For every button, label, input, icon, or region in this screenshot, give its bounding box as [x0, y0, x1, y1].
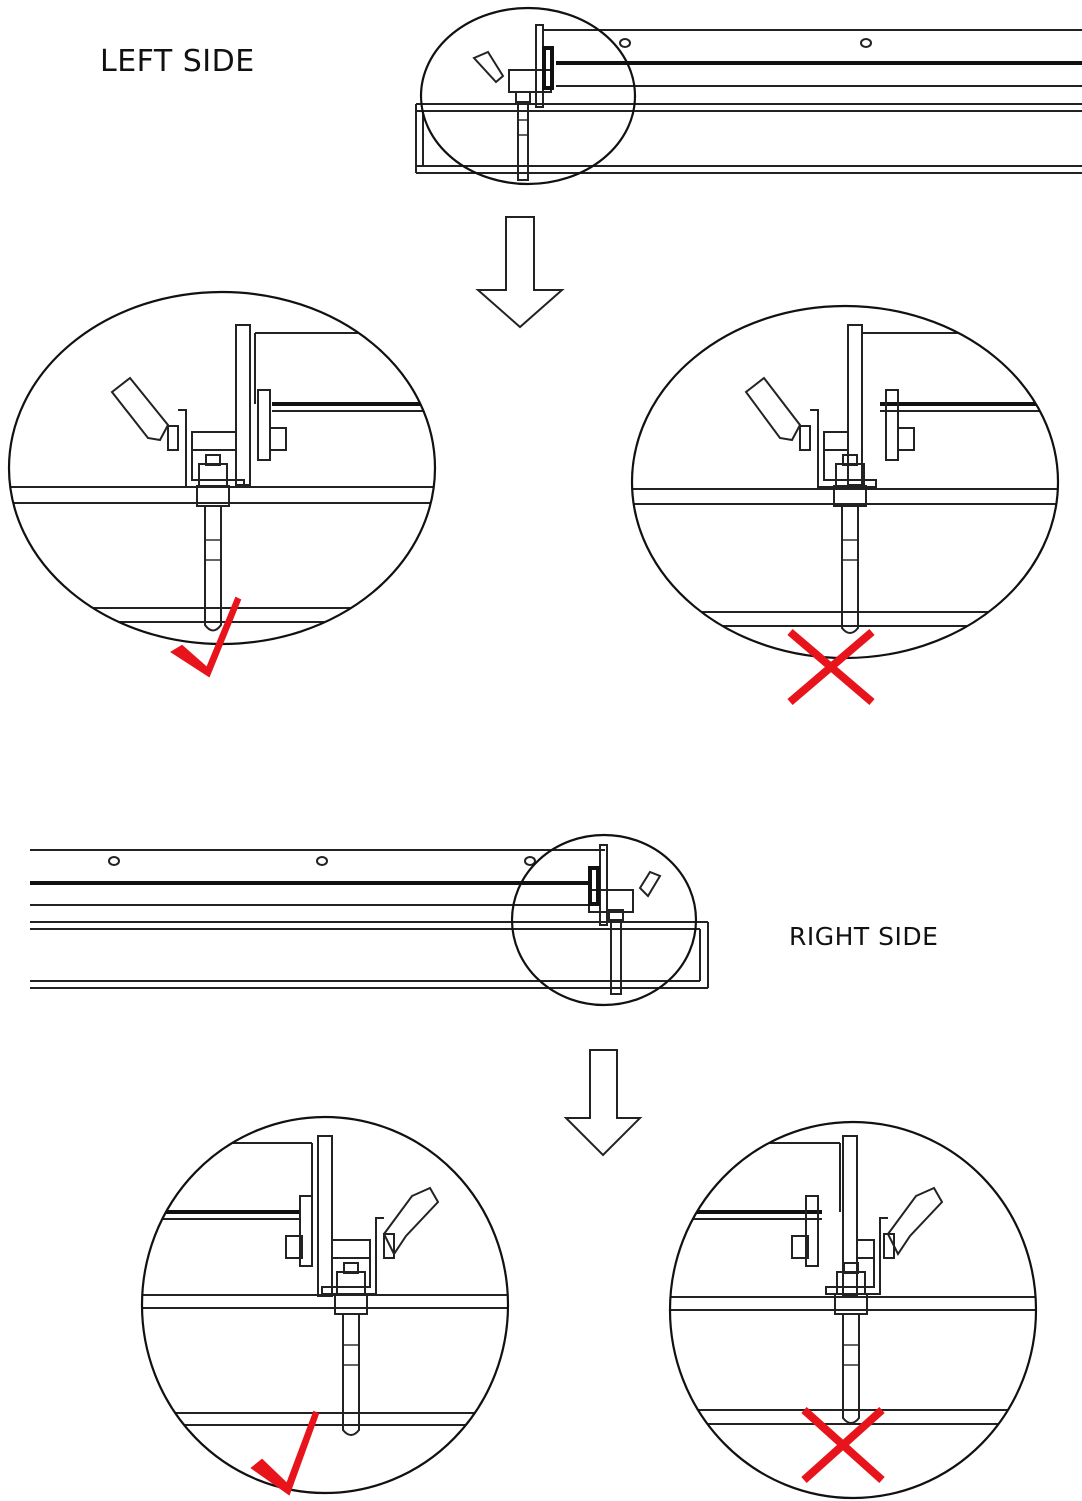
detail-circle — [668, 1120, 1038, 1500]
detail-circle — [630, 304, 1060, 660]
right-side-overview — [30, 833, 709, 1007]
left-incorrect-detail — [630, 304, 1060, 706]
beam-channel — [30, 921, 709, 989]
detail-circle — [419, 6, 637, 186]
cross-mark-icon — [787, 628, 875, 706]
check-mark-icon — [170, 596, 242, 678]
detail-circle — [140, 1115, 510, 1495]
clamp-assembly — [285, 1135, 440, 1436]
right-correct-detail — [140, 1115, 510, 1496]
left-correct-detail — [7, 290, 437, 678]
check-mark-icon — [250, 1410, 320, 1496]
clamp-assembly — [588, 844, 662, 995]
mounting-rail — [30, 849, 605, 906]
clamp-assembly — [110, 324, 287, 632]
detail-circle — [510, 833, 698, 1007]
clamp-assembly — [472, 24, 554, 181]
cross-mark-icon — [801, 1407, 885, 1483]
arrow-down-icon — [563, 1049, 643, 1157]
arrow-down-icon — [475, 216, 565, 329]
beam-channel — [415, 103, 1082, 174]
right-side-label: RIGHT SIDE — [789, 922, 939, 951]
clamp-assembly — [744, 324, 915, 634]
left-side-overview — [415, 6, 1082, 186]
clamp-assembly — [791, 1135, 944, 1424]
right-incorrect-detail — [668, 1120, 1038, 1500]
mounting-rail — [543, 29, 1082, 87]
left-side-label: LEFT SIDE — [100, 44, 255, 79]
